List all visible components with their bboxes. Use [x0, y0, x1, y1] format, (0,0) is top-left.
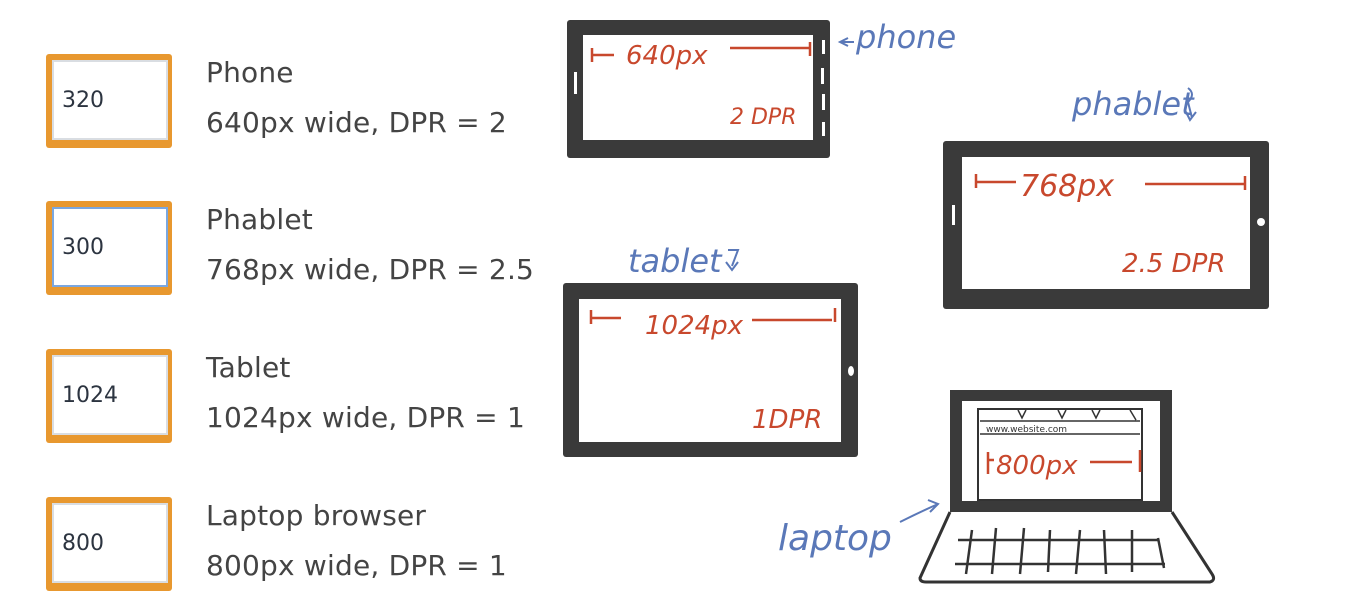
- phone-label: phone: [855, 18, 956, 56]
- phone-pointer-arrow: [837, 37, 854, 47]
- device-row-tablet: Tablet 1024px wide, DPR = 1: [46, 349, 566, 445]
- browser-url: www.website.com: [986, 425, 1067, 435]
- tablet-pointer-arrow: [725, 249, 740, 272]
- laptop-label: laptop: [778, 518, 892, 559]
- phablet-dpr-note: 2.5 DPR: [1122, 249, 1225, 279]
- phone-dpr-note: 2 DPR: [730, 105, 796, 130]
- browser-window: [977, 408, 1143, 501]
- tablet-dpr-note: 1DPR: [752, 405, 822, 435]
- phablet-button: [952, 205, 955, 225]
- device-title: Tablet: [206, 351, 291, 384]
- laptop-base: [918, 511, 1216, 584]
- tablet-home-button: [848, 366, 854, 376]
- device-description: 1024px wide, DPR = 1: [206, 401, 525, 434]
- device-description: 640px wide, DPR = 2: [206, 106, 507, 139]
- phone-button: [574, 72, 577, 94]
- tablet-label: tablet: [628, 242, 723, 280]
- device-description: 800px wide, DPR = 1: [206, 549, 507, 582]
- answer-box-phone: [46, 54, 172, 148]
- device-title: Phablet: [206, 203, 313, 236]
- device-row-laptop: Laptop browser 800px wide, DPR = 1: [46, 497, 566, 593]
- laptop-width-arrow: [986, 450, 1142, 474]
- phablet-width-note: 768px: [1020, 169, 1114, 204]
- answer-box-laptop: [46, 497, 172, 591]
- phablet-width-arrow: [974, 174, 1247, 190]
- laptop-width-input[interactable]: [52, 503, 168, 583]
- tablet-width-note: 1024px: [645, 311, 744, 341]
- phone-width-arrow: [590, 42, 812, 62]
- tablet-width-input[interactable]: [52, 355, 168, 435]
- device-title: Laptop browser: [206, 499, 427, 532]
- device-title: Phone: [206, 56, 294, 89]
- tablet-sketch: tablet 1024px 1DPR: [563, 242, 858, 457]
- phone-side-button: [822, 122, 825, 136]
- phablet-screen: [962, 157, 1250, 289]
- phone-width-note: 640px: [626, 41, 708, 71]
- phablet-label: phablet: [1071, 85, 1195, 123]
- answer-box-tablet: [46, 349, 172, 443]
- phone-side-button: [822, 40, 825, 54]
- laptop-pointer-arrow: [899, 499, 940, 523]
- device-row-phablet: Phablet 768px wide, DPR = 2.5: [46, 201, 566, 297]
- device-row-phone: Phone 640px wide, DPR = 2: [46, 54, 566, 150]
- phone-side-button: [821, 68, 824, 84]
- tablet-screen: [579, 299, 841, 442]
- laptop-sketch: www.website.com 800px laptop: [778, 390, 1216, 584]
- laptop-width-note: 800px: [996, 451, 1078, 481]
- phablet-pointer-arrow: [1185, 87, 1197, 122]
- tablet-width-arrow: [589, 308, 837, 324]
- device-description: 768px wide, DPR = 2.5: [206, 253, 535, 286]
- phone-sketch: 640px 2 DPR phone: [567, 18, 956, 158]
- phone-screen: [583, 35, 813, 140]
- answer-box-phablet: [46, 201, 172, 295]
- browser-tabs: [980, 409, 1140, 435]
- laptop-keyboard: [955, 527, 1166, 575]
- phone-width-input[interactable]: [52, 60, 168, 140]
- phablet-home-button: [1257, 218, 1265, 226]
- phone-side-button: [822, 94, 825, 110]
- phablet-sketch: phablet 768px 2.5 DPR: [943, 85, 1269, 309]
- phablet-width-input[interactable]: [52, 207, 168, 287]
